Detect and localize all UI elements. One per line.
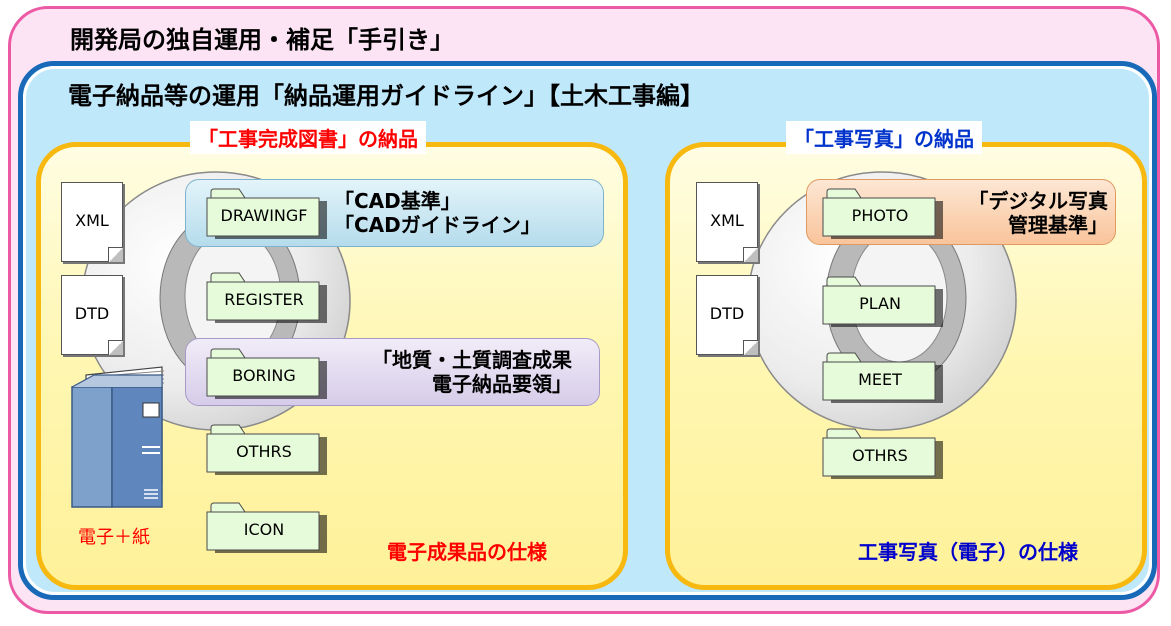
folder-icon [822, 428, 943, 479]
folder-boring[interactable]: BORING [205, 348, 329, 400]
binder-icon [71, 366, 165, 508]
folder-icon [822, 188, 943, 239]
folder-label: REGISTER [224, 290, 304, 309]
folder-plan[interactable]: PLAN [821, 276, 945, 328]
photo-spec: 工事写真（電子）の仕様 [858, 540, 1078, 564]
folder-label: OTHRS [852, 446, 908, 465]
folder-icon [206, 348, 327, 399]
folder-label: PHOTO [851, 206, 909, 225]
dtd-document-icon: DTD [696, 275, 758, 355]
folder-label: DRAWINGF [220, 206, 308, 225]
folder-othrs[interactable]: OTHRS [821, 428, 945, 480]
folder-icon-dir[interactable]: ICON [205, 502, 329, 554]
folder-icon [822, 352, 943, 403]
standard-line: 「CADガイドライン」 [334, 213, 541, 237]
folder-othrs[interactable]: OTHRS [205, 424, 329, 476]
folder-icon [206, 188, 327, 239]
standard-line: 「地質・土質調査成果 [372, 348, 572, 372]
cad-standard-text: 「CAD基準」 「CADガイドライン」 [334, 189, 541, 237]
document-label: XML [75, 211, 109, 230]
standard-line: 「デジタル写真 [968, 189, 1108, 213]
photo-standard-text: 「デジタル写真 管理基準」 [938, 189, 1108, 237]
folder-icon [206, 502, 327, 553]
electronic-plus-paper-label: 電子＋紙 [78, 527, 150, 548]
guideline-title: 電子納品等の運用「納品運用ガイドライン」【土木工事編】 [68, 82, 704, 110]
xml-document-icon: XML [61, 182, 123, 262]
xml-document-icon: XML [696, 182, 758, 262]
folder-icon [206, 424, 327, 475]
folder-icon [822, 276, 943, 327]
document-label: XML [710, 211, 744, 230]
folder-meet[interactable]: MEET [821, 352, 945, 404]
folder-label: ICON [243, 520, 285, 539]
folder-label: BORING [232, 366, 296, 385]
outer-title: 開発局の独自運用・補足「手引き」 [70, 26, 454, 54]
folder-photo[interactable]: PHOTO [821, 188, 945, 240]
folder-drawingf[interactable]: DRAWINGF [205, 188, 329, 240]
folder-icon [206, 272, 327, 323]
standard-line: 管理基準」 [1008, 213, 1108, 237]
standard-line: 電子納品要領」 [432, 372, 572, 396]
dtd-document-icon: DTD [61, 275, 123, 355]
electronic-deliverable-spec: 電子成果品の仕様 [387, 540, 547, 564]
document-label: DTD [709, 304, 745, 323]
photo-label: 「工事写真」の納品 [786, 121, 982, 154]
standard-line: 「CAD基準」 [334, 189, 461, 213]
completion-docs-label: 「工事完成図書」の納品 [190, 121, 426, 154]
folder-label: MEET [858, 370, 902, 389]
geology-standard-text: 「地質・土質調査成果 電子納品要領」 [332, 348, 572, 396]
folder-label: OTHRS [236, 442, 292, 461]
folder-register[interactable]: REGISTER [205, 272, 329, 324]
folder-label: PLAN [859, 294, 901, 313]
document-label: DTD [74, 304, 110, 323]
